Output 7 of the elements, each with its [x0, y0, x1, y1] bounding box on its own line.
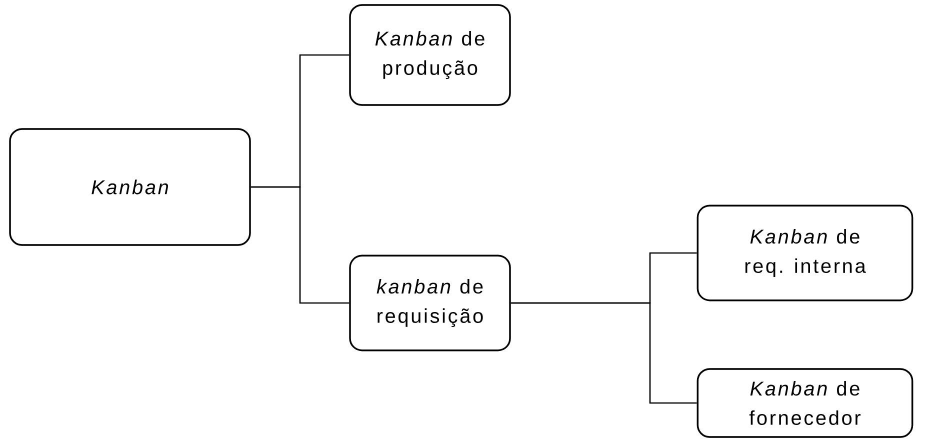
connector-line: [250, 186, 350, 304]
process-box: Kanban de produção: [349, 4, 511, 106]
process-box: Kanban de req. interna: [696, 204, 914, 302]
process-box: Kanban de fornecedor: [696, 368, 914, 438]
process-box: Kanban: [9, 128, 251, 246]
connector-line: [510, 302, 697, 404]
process-box: kanban de requisição: [349, 254, 511, 352]
